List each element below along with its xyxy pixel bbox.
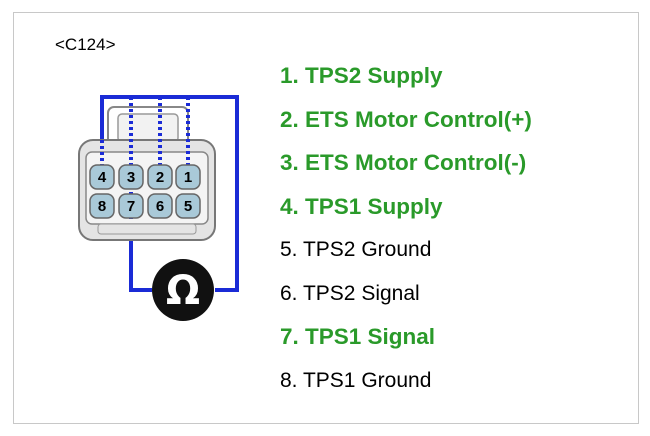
pin-6-label: 6 — [156, 198, 164, 215]
pin-function-list: 1. TPS2 Supply 2. ETS Motor Control(+) 3… — [280, 58, 532, 406]
pin-8-label: 8 — [98, 198, 106, 215]
connector-pins: 4 3 2 1 8 7 6 5 — [89, 164, 201, 219]
wire-top-bus — [100, 95, 239, 292]
pin-function-label: 8. TPS1 Ground — [280, 368, 432, 392]
pin-4: 4 — [89, 164, 115, 190]
pin-function-item-7: 7. TPS1 Signal — [280, 319, 532, 363]
pin-function-item-6: 6. TPS2 Signal — [280, 276, 532, 320]
ohm-symbol: Ω — [166, 268, 200, 314]
pin-function-label: 2. ETS Motor Control(+) — [280, 106, 532, 132]
pin-6: 6 — [147, 193, 173, 219]
pin-3: 3 — [118, 164, 144, 190]
pin-function-label: 3. ETS Motor Control(-) — [280, 150, 527, 175]
ohmmeter-icon: Ω — [152, 259, 214, 321]
pin-function-label: 7. TPS1 Signal — [280, 324, 436, 349]
pin-function-label: 5. TPS2 Ground — [280, 238, 432, 261]
pin-function-item-5: 5. TPS2 Ground — [280, 232, 532, 276]
pin-5: 5 — [175, 193, 201, 219]
pin-function-label: 4. TPS1 Supply — [280, 193, 443, 219]
pin-5-label: 5 — [184, 198, 192, 215]
connector-id-label: <C124> — [55, 35, 116, 54]
pin-7: 7 — [118, 193, 144, 219]
pin-2: 2 — [147, 164, 173, 190]
pin-7-label: 7 — [127, 198, 135, 215]
connector-bottom-lip — [97, 223, 197, 235]
pin-function-label: 1. TPS2 Supply — [280, 63, 443, 88]
pin-function-item-2: 2. ETS Motor Control(+) — [280, 102, 532, 146]
pin-function-item-4: 4. TPS1 Supply — [280, 189, 532, 233]
pin-3-label: 3 — [127, 169, 135, 186]
pin-function-item-3: 3. ETS Motor Control(-) — [280, 145, 532, 189]
connector-latch-inner — [117, 113, 179, 143]
pin-4-label: 4 — [98, 169, 107, 186]
probe-lines — [100, 97, 190, 220]
pin-1-label: 1 — [184, 169, 192, 186]
pin-function-label: 6. TPS2 Signal — [280, 281, 420, 305]
pin-function-item-1: 1. TPS2 Supply — [280, 58, 532, 102]
pin-1: 1 — [175, 164, 201, 190]
pin-8: 8 — [89, 193, 115, 219]
pin-2-label: 2 — [156, 169, 164, 186]
pin-function-item-8: 8. TPS1 Ground — [280, 363, 532, 407]
